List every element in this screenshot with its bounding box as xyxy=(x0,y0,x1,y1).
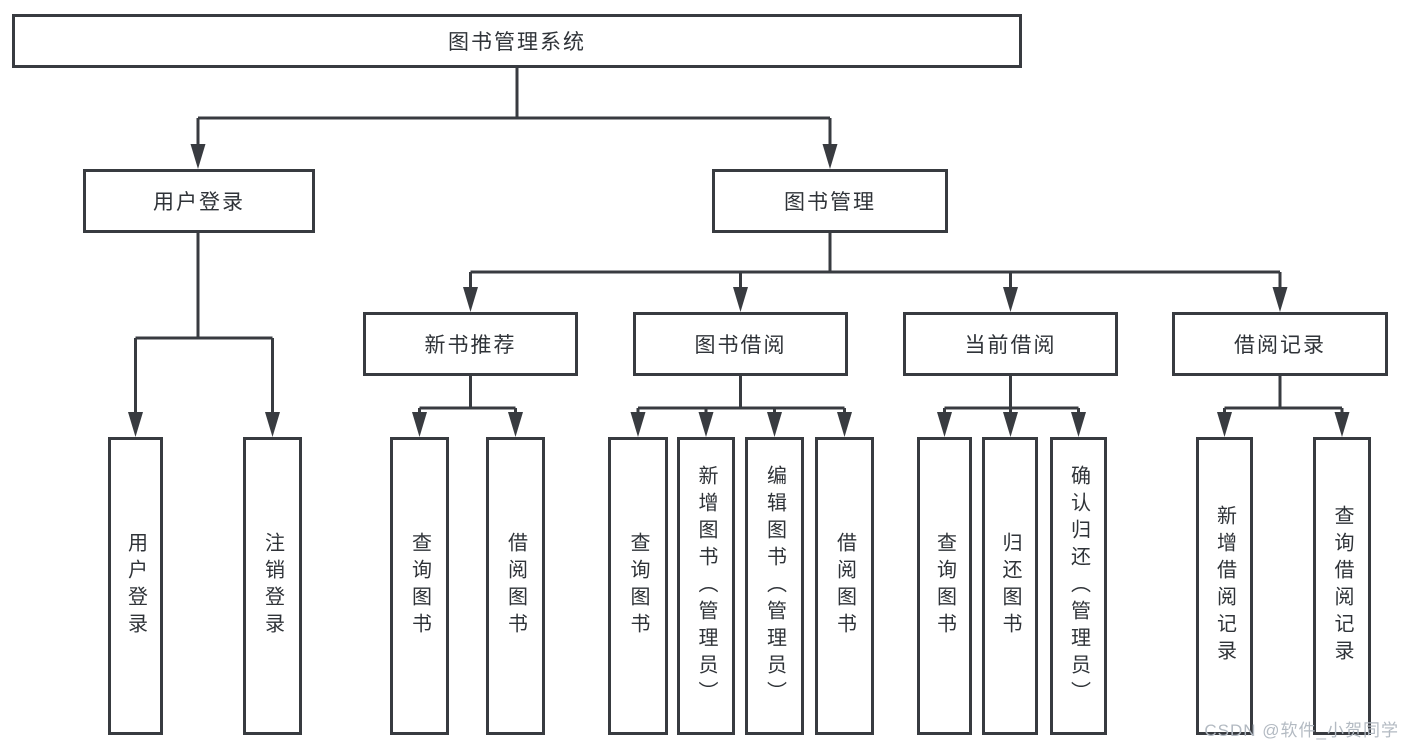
leaf-records-add-record: 新增借阅记录 xyxy=(1196,437,1253,735)
leaf-logout: 注销登录 xyxy=(243,437,302,735)
leaf-user-login: 用户登录 xyxy=(108,437,163,735)
node-borrow-records: 借阅记录 xyxy=(1172,312,1388,376)
leaf-borrow-query-books: 查询图书 xyxy=(608,437,668,735)
node-book-borrow: 图书借阅 xyxy=(633,312,848,376)
leaf-records-query-record: 查询借阅记录 xyxy=(1313,437,1371,735)
node-label: 新增借阅记录 xyxy=(1213,505,1236,667)
node-label: 借阅记录 xyxy=(1234,334,1326,357)
leaf-borrow-borrow-books: 借阅图书 xyxy=(815,437,874,735)
node-book-management: 图书管理 xyxy=(712,169,948,233)
node-label: 查询借阅记录 xyxy=(1331,505,1353,667)
node-label: 注销登录 xyxy=(261,532,284,640)
leaf-current-confirm-return-admin: 确认归还（管理员） xyxy=(1050,437,1107,735)
node-new-book-recommend: 新书推荐 xyxy=(363,312,578,376)
node-label: 查询图书 xyxy=(627,532,649,640)
leaf-borrow-add-books-admin: 新增图书（管理员） xyxy=(677,437,735,735)
node-label: 借阅图书 xyxy=(833,532,856,640)
node-current-borrow: 当前借阅 xyxy=(903,312,1118,376)
node-label: 图书借阅 xyxy=(694,334,787,357)
csdn-watermark: CSDN @软件_小贺同学 xyxy=(1204,721,1399,740)
node-label: 查询图书 xyxy=(933,532,956,640)
node-label: 当前借阅 xyxy=(964,334,1057,357)
node-label: 编辑图书（管理员） xyxy=(763,464,786,708)
node-label: 新增图书（管理员） xyxy=(695,464,717,708)
leaf-current-return-books: 归还图书 xyxy=(982,437,1038,735)
leaf-recommend-query-books: 查询图书 xyxy=(390,437,449,735)
node-label: 确认归还（管理员） xyxy=(1067,464,1090,708)
node-label: 查询图书 xyxy=(408,532,431,640)
node-user-login: 用户登录 xyxy=(83,169,315,233)
node-library-management-system: 图书管理系统 xyxy=(12,14,1022,68)
node-label: 图书管理 xyxy=(784,191,876,214)
leaf-borrow-edit-books-admin: 编辑图书（管理员） xyxy=(745,437,804,735)
leaf-recommend-borrow-books: 借阅图书 xyxy=(486,437,545,735)
leaf-current-query-books: 查询图书 xyxy=(917,437,972,735)
node-label: 用户登录 xyxy=(153,191,245,214)
node-label: 用户登录 xyxy=(124,532,147,640)
node-label: 借阅图书 xyxy=(504,532,527,640)
node-label: 图书管理系统 xyxy=(448,31,586,54)
node-label: 归还图书 xyxy=(999,532,1021,640)
node-label: 新书推荐 xyxy=(424,334,517,357)
